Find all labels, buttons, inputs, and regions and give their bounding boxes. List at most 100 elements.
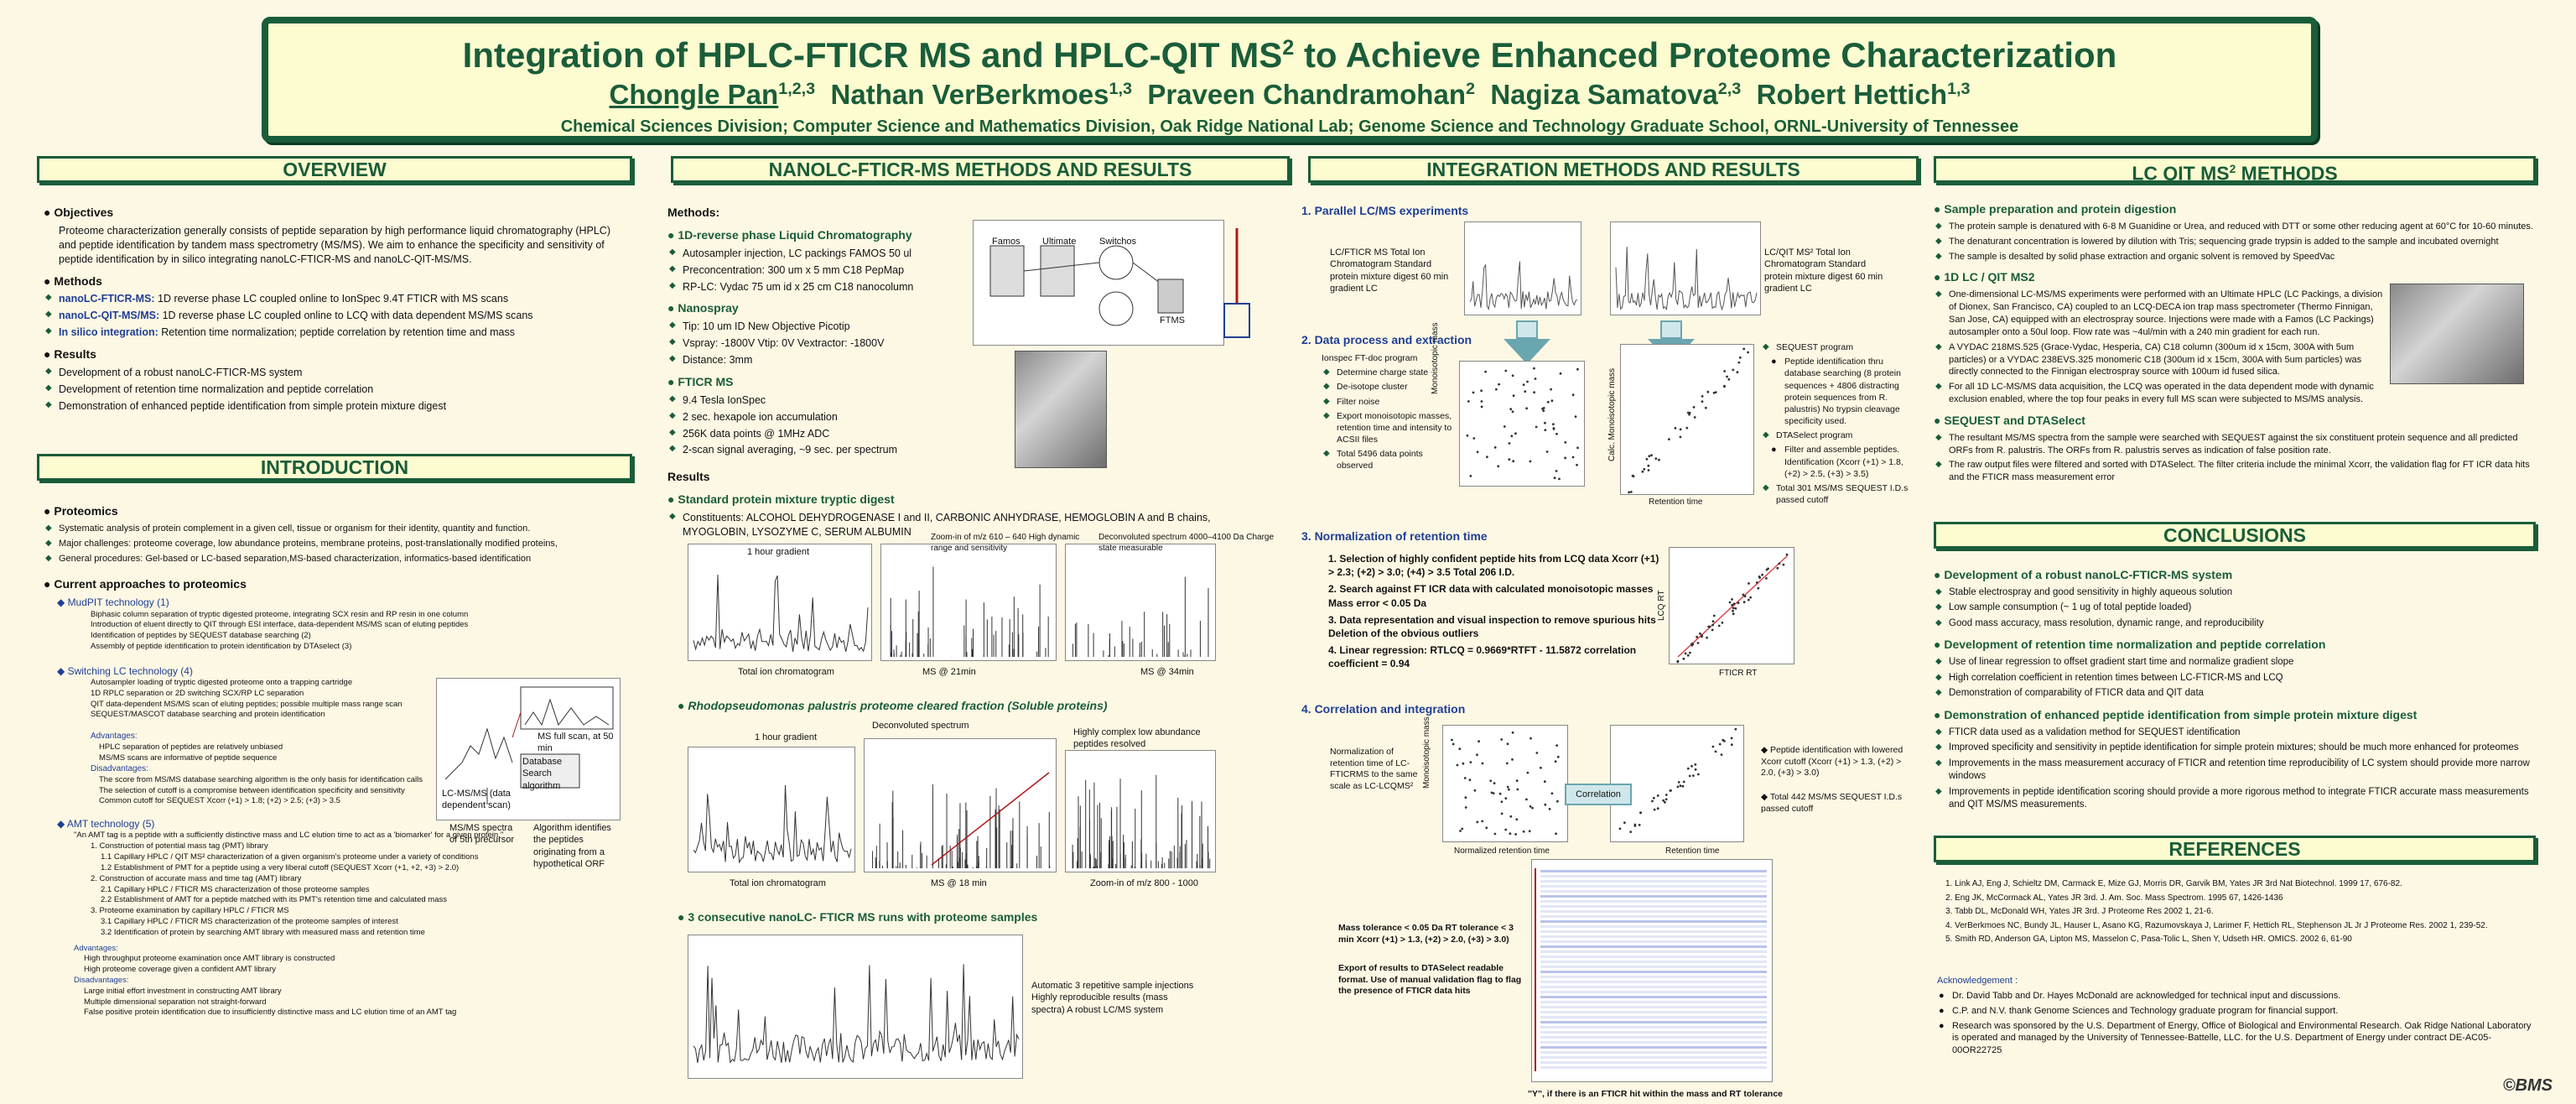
table-row xyxy=(1540,935,1767,938)
scatter-point xyxy=(1658,458,1660,461)
scatter-point xyxy=(1723,370,1726,372)
reference-item: 3. Tabb DL, McDonald WH, Yates JR 3rd. J… xyxy=(1945,907,2214,916)
scatter-point xyxy=(1712,391,1716,394)
corr-scatter xyxy=(1610,725,1744,842)
amt-advantages-heading: Advantages: xyxy=(74,943,118,953)
scatter-point xyxy=(1522,383,1525,386)
scatter-point xyxy=(1456,763,1459,767)
scatter-point xyxy=(1747,351,1749,354)
table-row xyxy=(1540,920,1767,923)
scatter-point xyxy=(1690,643,1694,647)
scatter-point xyxy=(1525,798,1528,801)
prep-item: The denaturant concentration is lowered … xyxy=(1934,236,2537,248)
scatter-point xyxy=(1469,761,1472,763)
table-row xyxy=(1540,915,1767,918)
fticr-item: 256K data points @ 1MHz ADC xyxy=(667,427,969,441)
table-row xyxy=(1540,1066,1767,1069)
scatter-point xyxy=(1690,764,1693,768)
spray-tip-svg xyxy=(1223,228,1250,338)
rhodo-tic-svg xyxy=(693,784,852,864)
scatter-point xyxy=(1509,832,1512,836)
concl-item: Good mass accuracy, mass resolution, dyn… xyxy=(1934,617,2537,631)
scatter-point xyxy=(1462,762,1465,765)
ms-scan-label: MS full scan, at 50 min xyxy=(538,732,614,754)
scatter-point xyxy=(1550,792,1554,795)
total-id-text: ◆ Total 442 MS/MS SEQUEST I.D.s passed c… xyxy=(1761,792,1903,814)
sequest-heading: SEQUEST program xyxy=(1761,341,1912,353)
scatter-point xyxy=(1711,745,1715,748)
scatter-point xyxy=(1656,794,1659,797)
table-row xyxy=(1540,945,1767,948)
ack-panel: Acknowledgement : Dr. David Tabb and Dr.… xyxy=(1937,975,2532,1075)
poster-title: Integration of HPLC-FTICR MS and HPLC-QI… xyxy=(462,35,2117,75)
ack-item: C.P. and N.V. thank Genome Sciences and … xyxy=(1937,1005,2532,1018)
scatter-point xyxy=(1722,738,1725,742)
scatter-point xyxy=(1558,477,1561,481)
scatter-point xyxy=(1688,774,1691,778)
advantage-item: MS/MS scans are informative of peptide s… xyxy=(99,752,278,763)
scatter-point xyxy=(1652,796,1655,799)
scatter-point xyxy=(1509,815,1513,818)
fticr-item: 2 sec. hexapole ion accumulation xyxy=(667,410,969,424)
scatter-point xyxy=(1692,406,1696,409)
scatter-point xyxy=(1618,827,1622,831)
scatter-point xyxy=(1526,771,1530,774)
amt-item: 1. Construction of potential mass tag (P… xyxy=(91,841,268,851)
scatter-point xyxy=(1525,407,1528,410)
ionspec-panel: Ionspec FT-doc program Determine charge … xyxy=(1322,352,1456,470)
fticr-heading: ● FTICR MS xyxy=(667,374,734,388)
scatter-point xyxy=(1721,621,1724,624)
consec-trace xyxy=(693,964,1020,1064)
lcqit-header: LC QIT MS2 METHODS xyxy=(1934,156,2536,185)
scatter-point xyxy=(1628,491,1630,494)
spray-tip-diagram xyxy=(1216,220,1258,354)
switching-item: SEQUEST/MASCOT database searching and pr… xyxy=(91,710,325,720)
sequest-item: Peptide identification thru database sea… xyxy=(1769,356,1912,427)
ms34-svg xyxy=(1072,576,1209,657)
rhodo-ms-svg xyxy=(872,772,1051,868)
scatter-point xyxy=(1757,586,1760,590)
amt-item: 3.2 Identification of protein by searchi… xyxy=(101,927,425,937)
consec-heading: ● 3 consecutive nanoLC- FTICR MS runs wi… xyxy=(678,910,1038,924)
ms21-chart xyxy=(880,544,1057,661)
scatter-point xyxy=(1545,450,1549,453)
concl-heading-1: ● Development of a robust nanoLC-FTICR-M… xyxy=(1934,568,2233,581)
scatter-point xyxy=(1469,475,1472,477)
scatter-point xyxy=(1472,391,1475,394)
table-row xyxy=(1540,1051,1767,1054)
table-row xyxy=(1540,1056,1767,1059)
scatter-point xyxy=(1461,827,1464,831)
scatter-point xyxy=(1696,773,1700,776)
scatter-point xyxy=(1696,635,1698,638)
amt-disadvantages-heading: Disadvantages: xyxy=(74,976,129,985)
scatter-point xyxy=(1554,760,1557,763)
sequest-label: Database Search algorithm xyxy=(522,757,563,791)
algorithm-label: Algorithm identifies the peptides origin… xyxy=(533,823,611,869)
nano-results-heading: Results xyxy=(667,470,710,484)
scatter-point xyxy=(1493,782,1496,784)
scatter-point xyxy=(1684,652,1687,655)
scatter-point xyxy=(1555,470,1558,472)
rhodo-ms-peaks xyxy=(872,784,1051,868)
scatter-point xyxy=(1515,818,1519,821)
approaches-heading: ● Current approaches to proteomics xyxy=(44,577,247,591)
fticr-item: 9.4 Tesla IonSpec xyxy=(667,393,969,408)
disadvantages-heading: Disadvantages: xyxy=(91,764,148,774)
mudpit-item: Biphasic column separation of tryptic di… xyxy=(91,609,469,619)
scatter-point xyxy=(1464,796,1467,799)
fticr-scatter-points xyxy=(1466,367,1579,481)
scatter-point xyxy=(1529,460,1532,463)
table-row xyxy=(1540,1041,1767,1044)
scatter-point xyxy=(1493,446,1497,449)
scatter-point xyxy=(1508,458,1511,461)
lcmsms-label: LC-MS/MS (data dependent scan) xyxy=(442,789,511,811)
scatter-point xyxy=(1509,408,1513,411)
amt-item: 1.1 Capillary HPLC / QIT MS² characteriz… xyxy=(101,852,479,862)
ms34-label: MS @ 34min xyxy=(1140,667,1194,677)
table-row xyxy=(1540,890,1767,893)
scatter-point xyxy=(1728,601,1732,604)
lcmsms-diagram-svg xyxy=(444,686,614,805)
references-header: REFERENCES xyxy=(1934,836,2536,862)
reference-item: 2. Eng JK, McCormack AL, Yates JR 3rd. J… xyxy=(1945,893,2283,903)
table-row xyxy=(1540,996,1767,998)
